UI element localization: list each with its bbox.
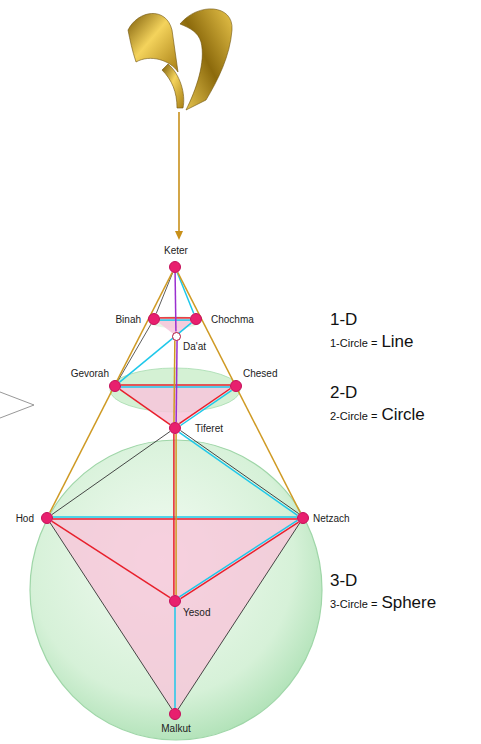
- sephira-point: Chochma: [190, 313, 202, 325]
- dimension-label: 1-D: [330, 310, 357, 330]
- connector-stroke: [53, 516, 297, 518]
- connector-stroke: [177, 273, 194, 314]
- connector-stroke: [160, 319, 190, 321]
- sephira-name: Keter: [164, 245, 188, 257]
- arrow-head: [175, 231, 183, 240]
- path-connector: [120, 389, 170, 424]
- connector-stroke: [181, 390, 232, 425]
- path-connector: [50, 272, 173, 512]
- path-connector: [174, 434, 176, 595]
- dimension-label: 3-D: [330, 571, 357, 591]
- sephira-point: Yesod: [169, 595, 181, 607]
- connector-stroke: [173, 340, 175, 422]
- dimension-label: 2-D: [330, 383, 357, 403]
- connector-stroke: [178, 523, 299, 709]
- sephira-point: Malkut: [169, 708, 181, 720]
- chevron-mark: [0, 392, 34, 418]
- connector-stroke: [179, 388, 230, 423]
- connector-stroke: [173, 434, 175, 595]
- path-connector: [156, 273, 173, 314]
- connector-stroke: [174, 607, 176, 708]
- gold-ribbon: [128, 13, 178, 72]
- dimension-label: 1-Circle =: [330, 337, 377, 350]
- path-connector: [52, 521, 170, 597]
- sephira-name: Gevorah: [71, 368, 109, 380]
- sephira-point: Binah: [148, 313, 160, 325]
- path-connector: [177, 273, 194, 314]
- connector-stroke: [175, 341, 177, 423]
- path-connector: [50, 523, 171, 709]
- connector-stroke: [120, 323, 192, 382]
- dimension-row: 2-D: [330, 383, 357, 403]
- connector-stroke: [181, 431, 299, 514]
- pink-triangle: [47, 518, 303, 714]
- path-connector: [175, 607, 176, 708]
- sephira-point: Keter: [169, 261, 181, 273]
- connector-stroke: [178, 272, 301, 512]
- path-connector: [178, 272, 301, 512]
- dimension-label: 3-Circle =: [330, 598, 377, 611]
- sephira-name: Tiferet: [195, 423, 223, 435]
- sephira-name: Yesod: [183, 607, 210, 619]
- connector-stroke: [121, 386, 230, 388]
- sephira-point: Gevorah: [109, 380, 121, 392]
- connector-group: [50, 272, 301, 709]
- knowledge-point: Da'at: [172, 332, 181, 341]
- path-connector: [174, 340, 177, 422]
- connector-stroke: [174, 273, 176, 332]
- connector-stroke: [179, 432, 297, 515]
- sephira-name: Binah: [115, 314, 141, 326]
- descent-arrow: [178, 112, 180, 232]
- shape-label: Sphere: [381, 593, 436, 613]
- connector-stroke: [179, 520, 297, 596]
- connector-stroke: [50, 523, 171, 709]
- path-connector: [121, 385, 230, 387]
- sephira-name: Da'at: [183, 341, 206, 353]
- path-connector: [53, 517, 297, 519]
- gold-ribbon: [180, 9, 232, 110]
- sephira-point: Chesed: [230, 380, 242, 392]
- connector-stroke: [52, 431, 170, 514]
- sephira-point: Netzach: [297, 512, 309, 524]
- path-connector: [120, 323, 192, 382]
- connector-stroke: [175, 434, 177, 595]
- dimension-row: 1-D: [330, 310, 357, 330]
- sephira-name: Chesed: [243, 368, 277, 380]
- connector-stroke: [156, 273, 173, 314]
- sephira-name: Malkut: [161, 723, 190, 735]
- shape-label: Circle: [381, 405, 424, 425]
- connector-stroke: [53, 518, 297, 520]
- dimension-row: 3-Circle = Sphere: [330, 593, 436, 613]
- sephira-name: Chochma: [211, 314, 254, 326]
- path-connector: [179, 431, 298, 516]
- dimension-label: 2-Circle =: [330, 410, 377, 423]
- path-connector: [178, 523, 299, 709]
- shape-label: Line: [381, 332, 413, 352]
- connector-stroke: [120, 389, 170, 424]
- path-connector: [179, 388, 231, 425]
- dimension-row: 2-Circle = Circle: [330, 405, 425, 425]
- dimension-row: 1-Circle = Line: [330, 332, 414, 352]
- gold-ribbon: [162, 64, 184, 108]
- sephira-point: Hod: [41, 512, 53, 524]
- path-connector: [175, 273, 177, 332]
- connector-stroke: [52, 521, 170, 597]
- path-connector: [118, 324, 151, 381]
- connector-stroke: [181, 522, 299, 598]
- connector-stroke: [121, 384, 230, 386]
- path-connector: [52, 431, 170, 514]
- connector-stroke: [118, 324, 151, 381]
- sephira-point: Tiferet: [169, 422, 181, 434]
- path-connector: [179, 520, 298, 598]
- sephira-name: Hod: [16, 513, 34, 525]
- sephira-name: Netzach: [313, 513, 350, 525]
- dimension-row: 3-D: [330, 571, 357, 591]
- connector-stroke: [50, 272, 173, 512]
